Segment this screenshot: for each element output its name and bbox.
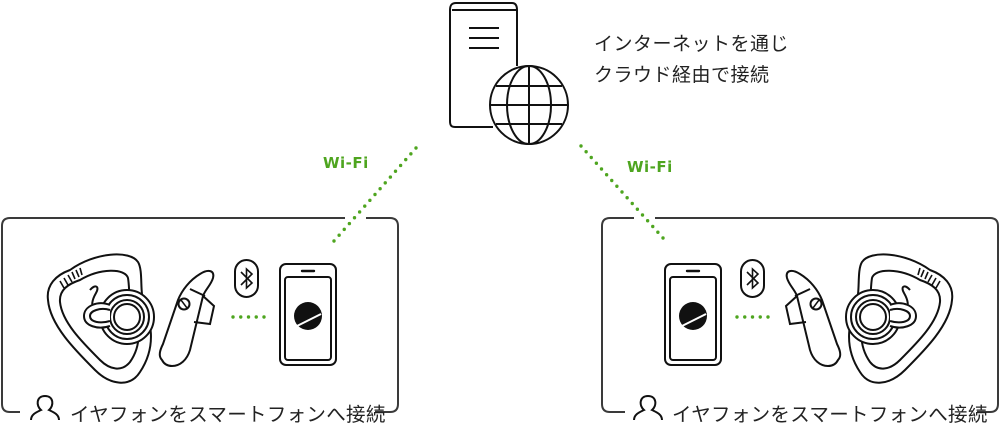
- earbud-icon: [158, 269, 215, 367]
- bluetooth-dot: [262, 315, 266, 319]
- earpiece-icon: [845, 253, 954, 384]
- wifi-dot: [594, 161, 599, 165]
- wifi-dot: [625, 196, 629, 200]
- smartphone-icon: [278, 262, 338, 367]
- globe-icon: [489, 65, 569, 145]
- bluetooth-icon: [740, 259, 765, 298]
- wifi-label-right: Wi-Fi: [627, 158, 673, 176]
- earbud-icon: [785, 269, 842, 367]
- left-group-frame: [1, 217, 399, 413]
- bluetooth-dot: [254, 315, 258, 319]
- bluetooth-icon: [234, 259, 259, 298]
- wifi-dot: [398, 163, 403, 168]
- wifi-dot: [352, 216, 357, 220]
- left-group-label: イヤフォンをスマートフォンへ接続: [70, 403, 386, 426]
- cloud-caption-line2: クラウド経由で接続: [594, 64, 770, 86]
- wifi-dot: [640, 213, 645, 217]
- bluetooth-dot: [750, 315, 755, 319]
- bluetooth-dot: [239, 315, 243, 319]
- wifi-link-left: [332, 146, 418, 243]
- wifi-dot: [651, 224, 655, 229]
- wifi-dot: [630, 201, 634, 206]
- bluetooth-link-dots: [231, 315, 266, 319]
- wifi-dot: [342, 227, 346, 232]
- person-icon: [633, 395, 663, 421]
- bluetooth-dot: [246, 315, 251, 319]
- wifi-dot: [388, 175, 393, 179]
- bluetooth-dot: [758, 315, 762, 319]
- wifi-dot: [404, 157, 408, 162]
- wifi-dot: [368, 198, 372, 203]
- wifi-dot: [661, 236, 665, 240]
- wifi-dot: [393, 169, 398, 173]
- wifi-dot: [337, 233, 341, 237]
- wifi-dot: [656, 230, 660, 234]
- wifi-dot: [635, 207, 640, 211]
- wifi-dot: [357, 210, 362, 214]
- right-group-label: イヤフォンをスマートフォンへ接続: [672, 403, 988, 426]
- wifi-dot: [347, 221, 352, 226]
- bluetooth-link-dots: [735, 315, 770, 319]
- wifi-dot: [604, 173, 609, 177]
- person-icon: [30, 395, 60, 421]
- wifi-dot: [414, 146, 418, 150]
- bluetooth-dot: [743, 315, 747, 319]
- wifi-link-right: [579, 144, 665, 240]
- wifi-dot: [599, 167, 604, 171]
- wifi-dot: [383, 181, 387, 185]
- right-group-frame: [601, 217, 999, 413]
- wifi-dot: [378, 186, 382, 191]
- wifi-dot: [645, 219, 650, 223]
- wifi-dot: [620, 190, 624, 194]
- wifi-dot: [332, 239, 336, 243]
- wifi-label-left: Wi-Fi: [323, 154, 369, 172]
- bluetooth-dot: [735, 315, 739, 319]
- wifi-dot: [579, 144, 583, 148]
- wifi-dot: [584, 150, 588, 154]
- wifi-dot: [615, 184, 619, 188]
- earpiece-icon: [46, 253, 156, 384]
- bluetooth-dot: [766, 315, 770, 319]
- server-icon: [449, 2, 518, 128]
- wifi-dot: [589, 155, 593, 160]
- wifi-dot: [363, 204, 367, 208]
- bluetooth-dot: [231, 315, 235, 319]
- smartphone-icon: [663, 262, 723, 367]
- cloud-caption-line1: インターネットを通じ: [594, 33, 790, 55]
- wifi-dot: [409, 152, 413, 156]
- wifi-dot: [610, 178, 614, 183]
- wifi-dot: [373, 192, 377, 197]
